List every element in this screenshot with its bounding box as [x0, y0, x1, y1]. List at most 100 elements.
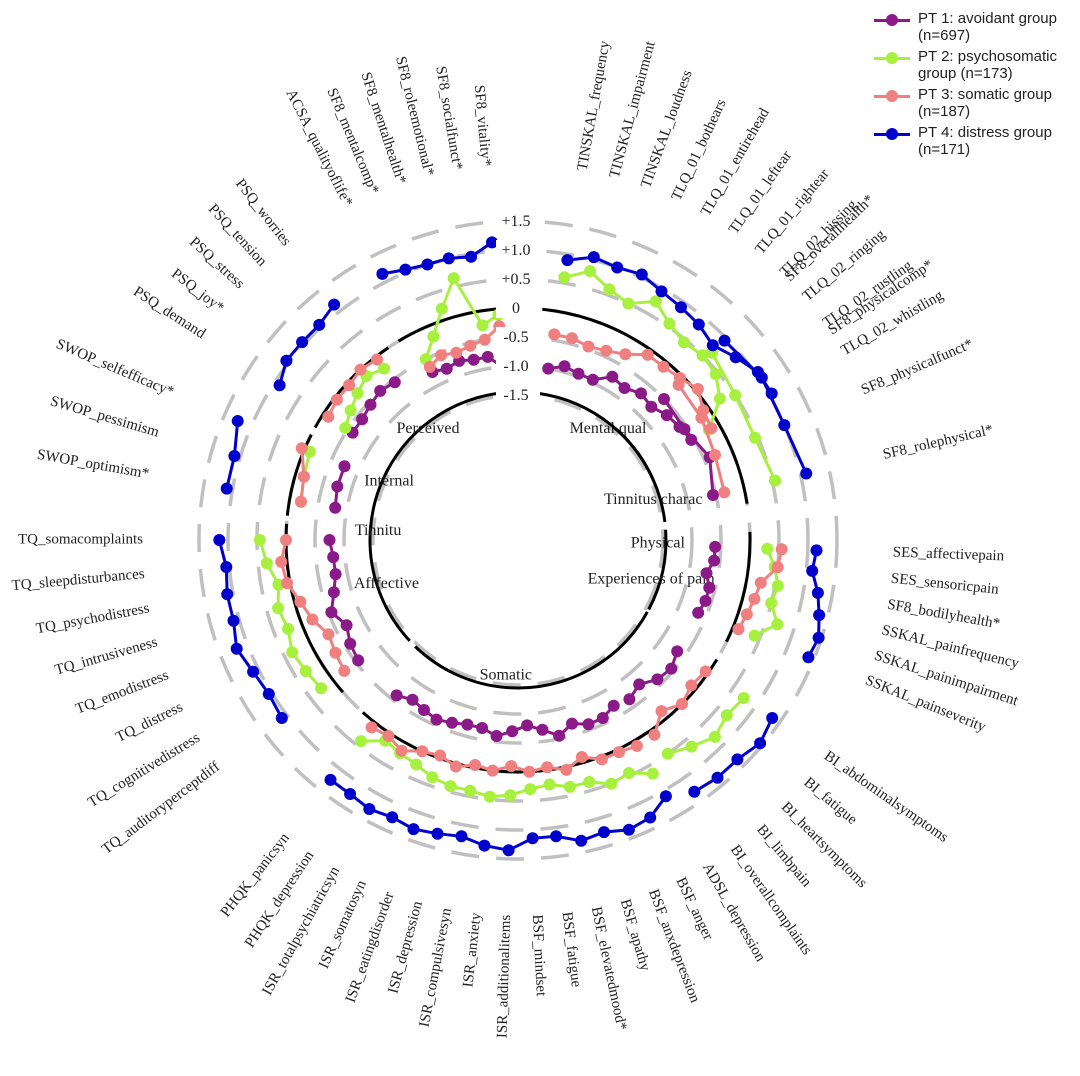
variable-label: SES_sensoricpain	[890, 571, 1000, 598]
sector-label: Physical	[631, 534, 686, 551]
data-point	[655, 705, 668, 718]
data-point	[603, 283, 616, 296]
ring-tick-label: -1.5	[503, 387, 528, 404]
data-point	[685, 433, 698, 446]
data-point	[262, 688, 275, 700]
data-point	[294, 495, 307, 508]
series-line	[360, 739, 653, 799]
data-point	[427, 330, 440, 343]
data-point	[677, 336, 690, 349]
sector-label: Perceived	[396, 420, 459, 437]
data-point	[455, 830, 468, 843]
legend-item: PT 1: avoidant group (n=697)	[872, 10, 1077, 44]
ring-tick-label: +0.5	[501, 271, 530, 288]
data-point	[434, 749, 447, 762]
data-point	[330, 393, 343, 406]
data-point	[329, 568, 342, 581]
sector-label: Mental qual	[570, 420, 647, 437]
variable-label: SWOP_selfefficacy*	[54, 336, 177, 400]
data-point	[280, 354, 293, 367]
data-point	[282, 622, 295, 635]
data-point	[325, 606, 338, 619]
data-point	[328, 298, 341, 311]
data-point	[343, 379, 356, 392]
sector-zero-arc	[725, 531, 752, 643]
variable-label: TQ_somacomplaints	[18, 531, 143, 547]
data-point	[630, 739, 643, 752]
data-point	[315, 682, 328, 695]
data-point	[575, 834, 588, 847]
sector-label: Tinnitu	[355, 522, 402, 539]
data-point	[619, 348, 632, 361]
sector-inner-arc	[384, 413, 441, 474]
series-line	[677, 384, 726, 493]
data-point	[228, 450, 241, 462]
sector-inner-arc	[368, 524, 411, 642]
variable-label: TINSKAL_frequency	[575, 39, 614, 172]
variable-label: TQ_distress	[113, 699, 185, 746]
data-point	[674, 372, 686, 384]
data-point	[771, 618, 784, 631]
data-point	[732, 623, 745, 636]
ring-tick-bg	[496, 240, 540, 260]
data-point	[691, 383, 704, 395]
variable-label: SF8_socialfunct*	[432, 65, 465, 171]
data-point	[421, 258, 434, 271]
data-point	[583, 776, 596, 788]
data-point	[754, 737, 767, 750]
data-point	[295, 442, 308, 455]
data-point	[486, 236, 498, 249]
data-point	[374, 384, 387, 397]
data-point	[587, 251, 600, 264]
variable-label: ISR_compulsivesyn	[417, 906, 455, 1028]
data-point	[297, 470, 310, 483]
sector-label: Somatic	[480, 667, 532, 684]
ring-tick-bg	[496, 298, 540, 318]
data-point	[444, 780, 457, 793]
data-point	[521, 719, 534, 732]
data-point	[560, 763, 573, 776]
data-point	[416, 745, 429, 758]
data-point	[550, 830, 563, 843]
data-point	[749, 431, 761, 444]
data-point	[685, 740, 698, 753]
data-point	[696, 349, 709, 362]
data-point	[582, 718, 595, 731]
data-point	[595, 753, 608, 766]
data-point	[561, 254, 574, 267]
data-point	[623, 767, 635, 779]
sector-zero-arc	[361, 711, 649, 774]
variable-label: BSF_fatigue	[559, 911, 585, 989]
data-point	[600, 344, 613, 357]
data-point	[536, 723, 549, 736]
data-point	[344, 637, 357, 650]
ring-tick-label: 0	[512, 300, 520, 317]
legend-swatch	[872, 10, 912, 30]
data-point	[661, 747, 674, 760]
data-point	[572, 367, 585, 380]
variable-labels: SF8_overallhealth*SF8_physicalcomp*SF8_p…	[11, 39, 1021, 1039]
data-point	[322, 628, 335, 641]
legend-item: PT 4: distress group (n=171)	[872, 124, 1077, 158]
data-point	[351, 387, 364, 400]
data-point	[729, 389, 742, 402]
series-group	[275, 320, 788, 778]
legend-label: PT 4: distress group (n=171)	[918, 124, 1052, 158]
data-point	[765, 387, 778, 400]
data-point	[354, 735, 367, 748]
data-point	[410, 758, 423, 771]
variable-label: ISR_depression	[385, 899, 426, 995]
variable-label: BSF_apathy	[617, 897, 653, 973]
data-point	[296, 336, 309, 349]
data-point	[657, 360, 670, 373]
legend-item: PT 2: psychosomatic group (n=173)	[872, 48, 1077, 82]
data-point	[390, 689, 403, 702]
data-point	[388, 376, 401, 389]
data-point	[543, 778, 556, 791]
data-point	[663, 317, 676, 330]
legend-swatch	[872, 86, 912, 106]
data-point	[280, 534, 292, 546]
data-point	[765, 597, 778, 610]
data-point	[778, 419, 791, 432]
data-point	[731, 753, 744, 766]
